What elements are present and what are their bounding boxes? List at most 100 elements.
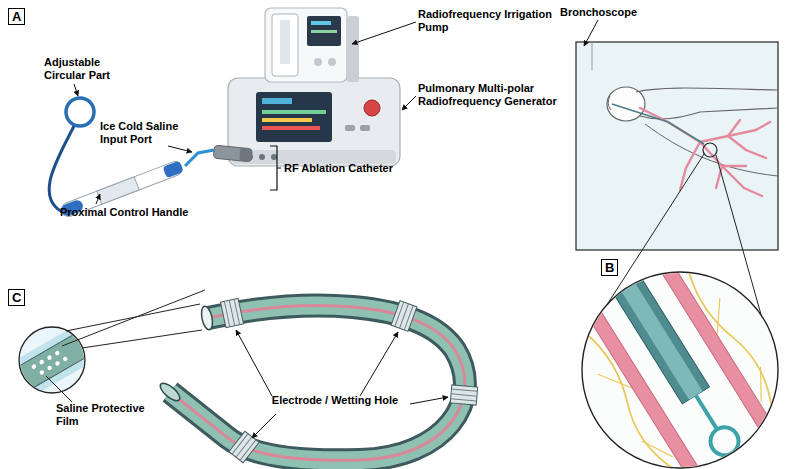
electrode-band	[395, 302, 413, 330]
leader-line	[74, 84, 78, 96]
catheter-tube	[170, 306, 465, 461]
rf-generator	[262, 118, 312, 122]
leader-line	[252, 414, 276, 438]
catheter-tube	[158, 380, 183, 403]
irrigation-pump	[280, 20, 290, 64]
patient-illustration	[640, 108, 770, 196]
airway-inset	[529, 188, 794, 469]
rf-generator	[232, 150, 396, 164]
electrode-band	[391, 301, 417, 332]
electrode-band	[220, 298, 477, 462]
patient-illustration	[645, 124, 778, 176]
rf-ablation-catheter	[49, 98, 252, 219]
irrigation-pump	[311, 30, 337, 33]
irrigation-pump	[328, 58, 336, 66]
patient-illustration	[756, 122, 770, 130]
irrigation-pump	[265, 8, 347, 82]
catheter-tube	[200, 305, 215, 331]
patient-illustration	[680, 142, 700, 190]
magnified-view	[0, 320, 105, 405]
airway-inset	[576, 217, 709, 404]
part-label: Saline Protective Film	[56, 402, 156, 428]
leader-line	[402, 96, 416, 110]
electrode-band	[450, 385, 477, 405]
part-label: Adjustable Circular Part	[44, 56, 116, 82]
electrode-band	[220, 298, 243, 327]
irrigation-pump	[314, 58, 322, 66]
patient-illustration	[746, 150, 766, 158]
part-label: Bronchoscope	[560, 6, 660, 19]
magnifier-line	[62, 290, 205, 346]
airway-inset	[705, 422, 744, 461]
rf-generator	[360, 125, 370, 131]
electrode-band	[220, 298, 243, 327]
electrode-band	[450, 385, 477, 405]
magnified-view	[54, 350, 60, 356]
irrigation-pump	[272, 14, 298, 76]
leader-line	[584, 20, 598, 46]
magnified-view	[39, 359, 45, 365]
magnified-view	[54, 360, 60, 366]
leader-line	[74, 22, 416, 204]
patient-illustration	[728, 120, 740, 136]
leader-line	[236, 330, 448, 438]
part-label: Proximal Control Handle	[60, 206, 230, 219]
magnified-view	[39, 369, 45, 375]
leader-line	[236, 330, 272, 396]
leader-line	[410, 397, 448, 404]
rf-generator	[262, 126, 320, 130]
catheter-tube	[170, 306, 465, 461]
rf-generator	[271, 154, 277, 160]
bracket	[270, 146, 281, 190]
patient-illustration	[592, 42, 593, 70]
magnified-view	[0, 320, 105, 405]
part-label: RF Ablation Catheter	[284, 162, 434, 175]
rf-generator	[259, 154, 265, 160]
panel-label: C	[8, 289, 25, 306]
rf-generator	[228, 78, 400, 166]
rf-ablation-catheter	[97, 177, 139, 204]
electrode-band	[391, 301, 417, 332]
rf-generator	[256, 92, 332, 142]
leader-line	[168, 146, 192, 152]
irrigation-pump	[307, 16, 341, 46]
rf-generator	[364, 100, 380, 116]
panel-letter: B	[605, 260, 614, 275]
magnifier-line	[82, 330, 202, 348]
patient-illustration	[636, 88, 778, 92]
magnified-view	[47, 365, 53, 371]
part-label: Pulmonary Multi-polar Radiofrequency Gen…	[418, 82, 583, 108]
catheter-tube	[158, 305, 465, 460]
magnified-view	[0, 320, 105, 405]
patient-illustration	[576, 42, 778, 250]
irrigation-pump	[311, 21, 331, 25]
part-label: Electrode / Wetting Hole	[255, 394, 415, 407]
magnified-view	[62, 356, 68, 362]
irrigation-pump	[265, 8, 359, 82]
electrode-band	[451, 389, 478, 401]
panel-letter: A	[12, 9, 21, 24]
leader-line	[96, 194, 100, 204]
patient-illustration	[744, 188, 762, 196]
rf-ablation-catheter	[163, 161, 184, 179]
patient-illustration	[728, 136, 746, 150]
leader-line	[360, 332, 398, 396]
panel-label: A	[8, 8, 25, 25]
irrigation-pump	[347, 16, 359, 82]
rf-ablation-catheter	[185, 150, 214, 166]
catheter-tube	[170, 306, 465, 461]
rf-generator	[262, 110, 326, 114]
magnified-view	[31, 364, 37, 370]
airway-inset	[529, 188, 794, 469]
panel-label: B	[601, 259, 618, 276]
patient-illustration	[576, 42, 778, 250]
rf-ablation-catheter	[213, 145, 252, 162]
patient-illustration	[716, 166, 722, 188]
patient-illustration	[722, 165, 746, 167]
panel-letter: C	[12, 290, 21, 305]
rf-ablation-catheter	[213, 145, 252, 162]
rf-ablation-catheter	[66, 98, 94, 126]
electrode-band	[224, 299, 239, 327]
